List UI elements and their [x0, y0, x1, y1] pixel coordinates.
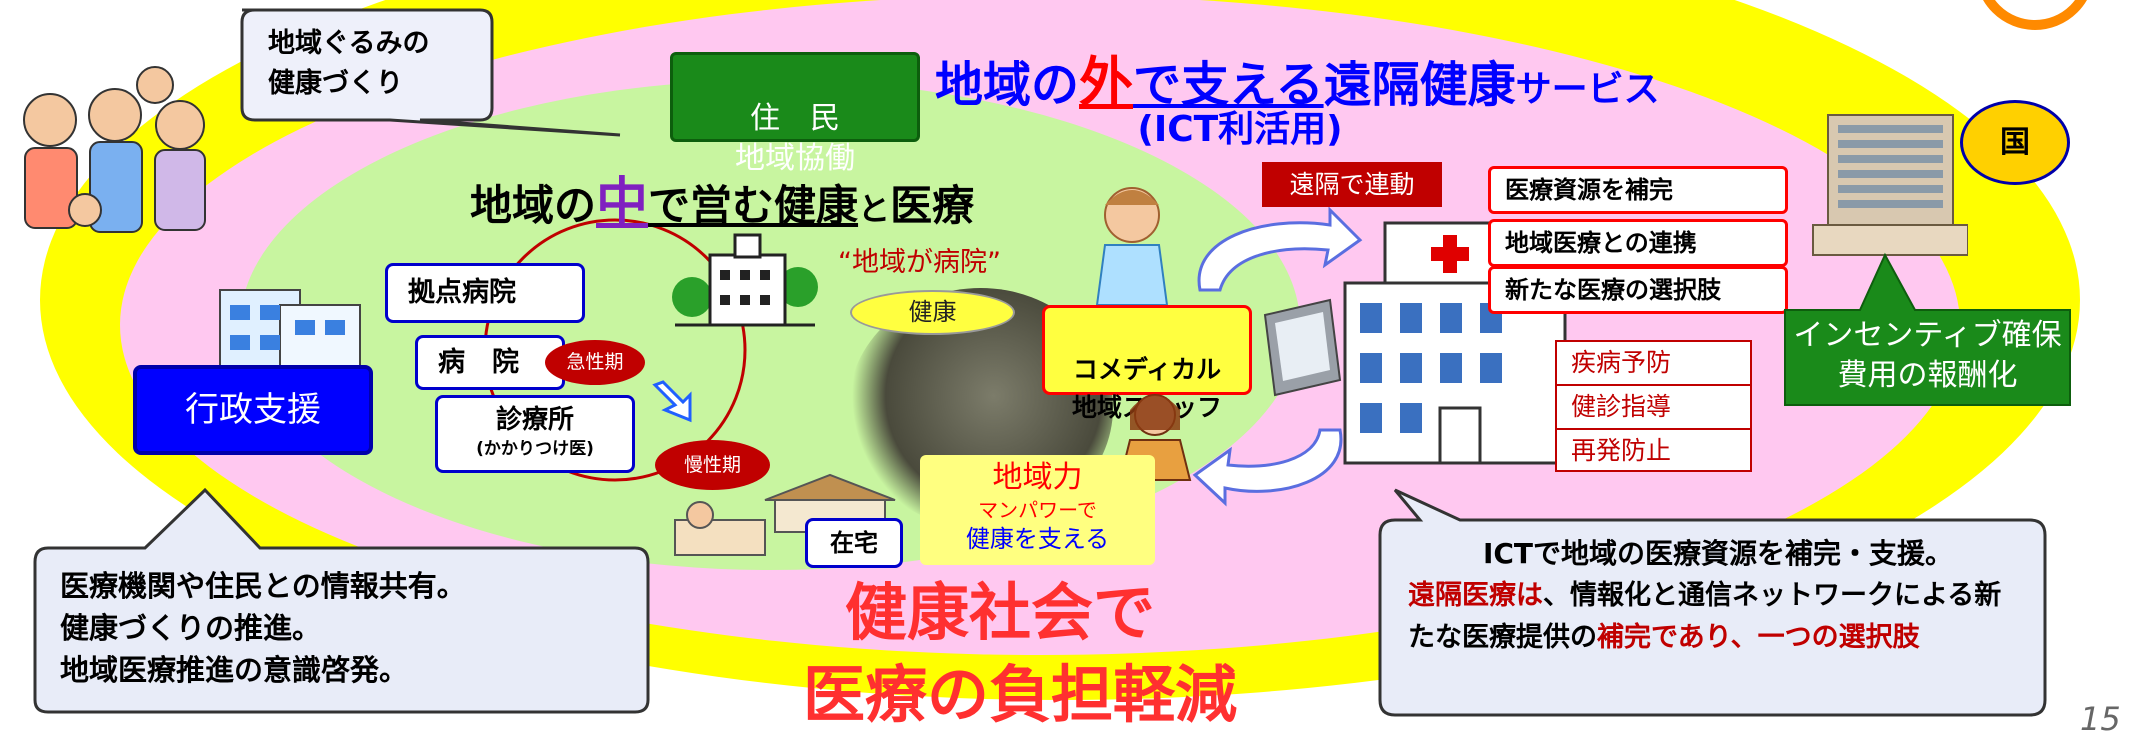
outer-headline: 地域の外で支える遠隔健康サービス: [935, 38, 1775, 117]
reduce-burden-label: 医療の負担軽減: [802, 658, 1237, 731]
page-number: 15: [2080, 700, 2121, 738]
inner-headline-part4: と: [858, 190, 891, 228]
outer-headline-part1: 地域の: [935, 57, 1080, 113]
cooperation-box: 地域医療との連携: [1488, 219, 1788, 267]
supplement-box: 医療資源を補完: [1488, 166, 1788, 214]
admin-support-box: 行政支援: [133, 365, 373, 455]
health-label: 健康: [908, 298, 957, 326]
callout-bottom-right-red1: 遠隔医療は: [1408, 580, 1543, 611]
clinic-sub-label: (かかりつけ医): [476, 439, 594, 459]
chronic-badge: 慢性期: [655, 440, 770, 490]
base-hospital-label: 拠点病院: [408, 277, 516, 308]
callout-bottom-left-text: 医療機関や住民との情報共有。 健康づくりの推進。 地域医療推進の意識啓発。: [60, 569, 466, 687]
new-option-box: 新たな医療の選択肢: [1488, 266, 1788, 314]
cooperation-label: 地域医療との連携: [1505, 229, 1697, 257]
outer-headline-part3: で支える: [1133, 57, 1324, 113]
residents-box: 住 民 地域協働: [670, 52, 920, 176]
checkup-row: 健診指導: [1557, 386, 1750, 430]
callout-bottom-right-line1: ICTで地域の医療資源を補完・支援。: [1482, 537, 1954, 570]
outer-headline-part4: 遠隔健康: [1323, 57, 1516, 113]
checkup-label: 健診指導: [1571, 392, 1672, 421]
clinic-box: 診療所 (かかりつけ医): [435, 395, 635, 473]
prevention-row: 疾病予防: [1557, 342, 1750, 386]
prevention-table: 疾病予防 健診指導 再発防止: [1555, 340, 1752, 472]
hospital-box: 病 院: [415, 335, 565, 390]
remote-link-label: 遠隔で連動: [1289, 170, 1415, 199]
country-label: 国: [2000, 125, 2030, 160]
callout-top-left-bubble: [240, 8, 621, 137]
callout-bottom-right-red2: 補完であり、一つの選択肢: [1597, 622, 1920, 653]
callout-top-left-text: 地域ぐるみの 健康づくり: [268, 28, 430, 99]
relapse-row: 再発防止: [1557, 430, 1750, 472]
callout-bottom-right-mid: 、情報化と通信ネットワークによる新たな医療提供の: [1408, 580, 2002, 653]
home-box: 在宅: [805, 518, 903, 568]
residents-label: 住 民 地域協働: [735, 101, 855, 176]
tablet-device-icon: [1255, 295, 1345, 405]
outer-headline-part2: 外: [1079, 51, 1134, 114]
chronic-label: 慢性期: [683, 454, 741, 476]
relapse-label: 再発防止: [1571, 436, 1672, 465]
inner-headline: 地域の中で営む健康と医療: [470, 160, 1110, 235]
callout-bottom-left-bubble: [33, 487, 650, 714]
callout-bottom-right-bubble: [1378, 488, 2047, 717]
new-option-label: 新たな医療の選択肢: [1505, 276, 1721, 304]
inner-headline-part1: 地域の: [470, 181, 597, 230]
clinic-label: 診療所: [495, 405, 574, 435]
health-oval: 健康: [850, 290, 1015, 335]
community-power-box: 地域力 マンパワーで 健康を支える: [920, 455, 1155, 565]
comedical-box: コメディカル 地域スタッフ: [1042, 305, 1252, 422]
outer-headline-sub: (ICT利活用): [1137, 109, 1343, 150]
inner-headline-part3: で営む健康: [648, 181, 859, 230]
acute-label: 急性期: [566, 351, 624, 373]
callout-bottom-right-body: 遠隔医療は、情報化と通信ネットワークによる新たな医療提供の補完であり、一つの選択…: [1408, 575, 2028, 659]
patient-bed-illustration: [670, 485, 770, 565]
support-health-label: 健康を支える: [965, 525, 1110, 553]
hospital-label: 病 院: [438, 347, 519, 378]
supplement-label: 医療資源を補完: [1505, 176, 1673, 204]
nurse-illustration: [1085, 180, 1180, 310]
base-hospital-box: 拠点病院: [385, 263, 585, 323]
community-power-label: 地域力: [992, 460, 1083, 495]
remote-arrow-bottom: [1192, 428, 1343, 507]
admin-support-label: 行政支援: [185, 390, 321, 430]
acute-chronic-arrow: [652, 380, 692, 423]
community-hospital-label: “地域が病院”: [838, 247, 1001, 278]
outer-headline-part5: サービス: [1515, 69, 1660, 110]
acute-badge: 急性期: [545, 340, 645, 385]
manpower-label: マンパワーで: [978, 498, 1097, 522]
government-building-icon: [1808, 110, 1968, 260]
home-label: 在宅: [830, 529, 878, 557]
remote-arrow-top: [1197, 206, 1363, 292]
incentive-label: インセンティブ確保 費用の報酬化: [1793, 318, 2062, 393]
prevention-label: 疾病予防: [1571, 348, 1672, 377]
country-badge: 国: [1960, 100, 2070, 185]
inner-headline-part5: 医療: [890, 181, 975, 230]
hospital-building-icon: [670, 225, 820, 335]
healthy-society-label: 健康社会で: [844, 576, 1155, 649]
remote-link-box: 遠隔で連動: [1262, 162, 1442, 207]
top-right-badge: [1983, 0, 2087, 30]
family-illustration: [5, 60, 230, 250]
inner-headline-part2: 中: [596, 173, 649, 233]
admin-building-icon: [210, 270, 370, 380]
